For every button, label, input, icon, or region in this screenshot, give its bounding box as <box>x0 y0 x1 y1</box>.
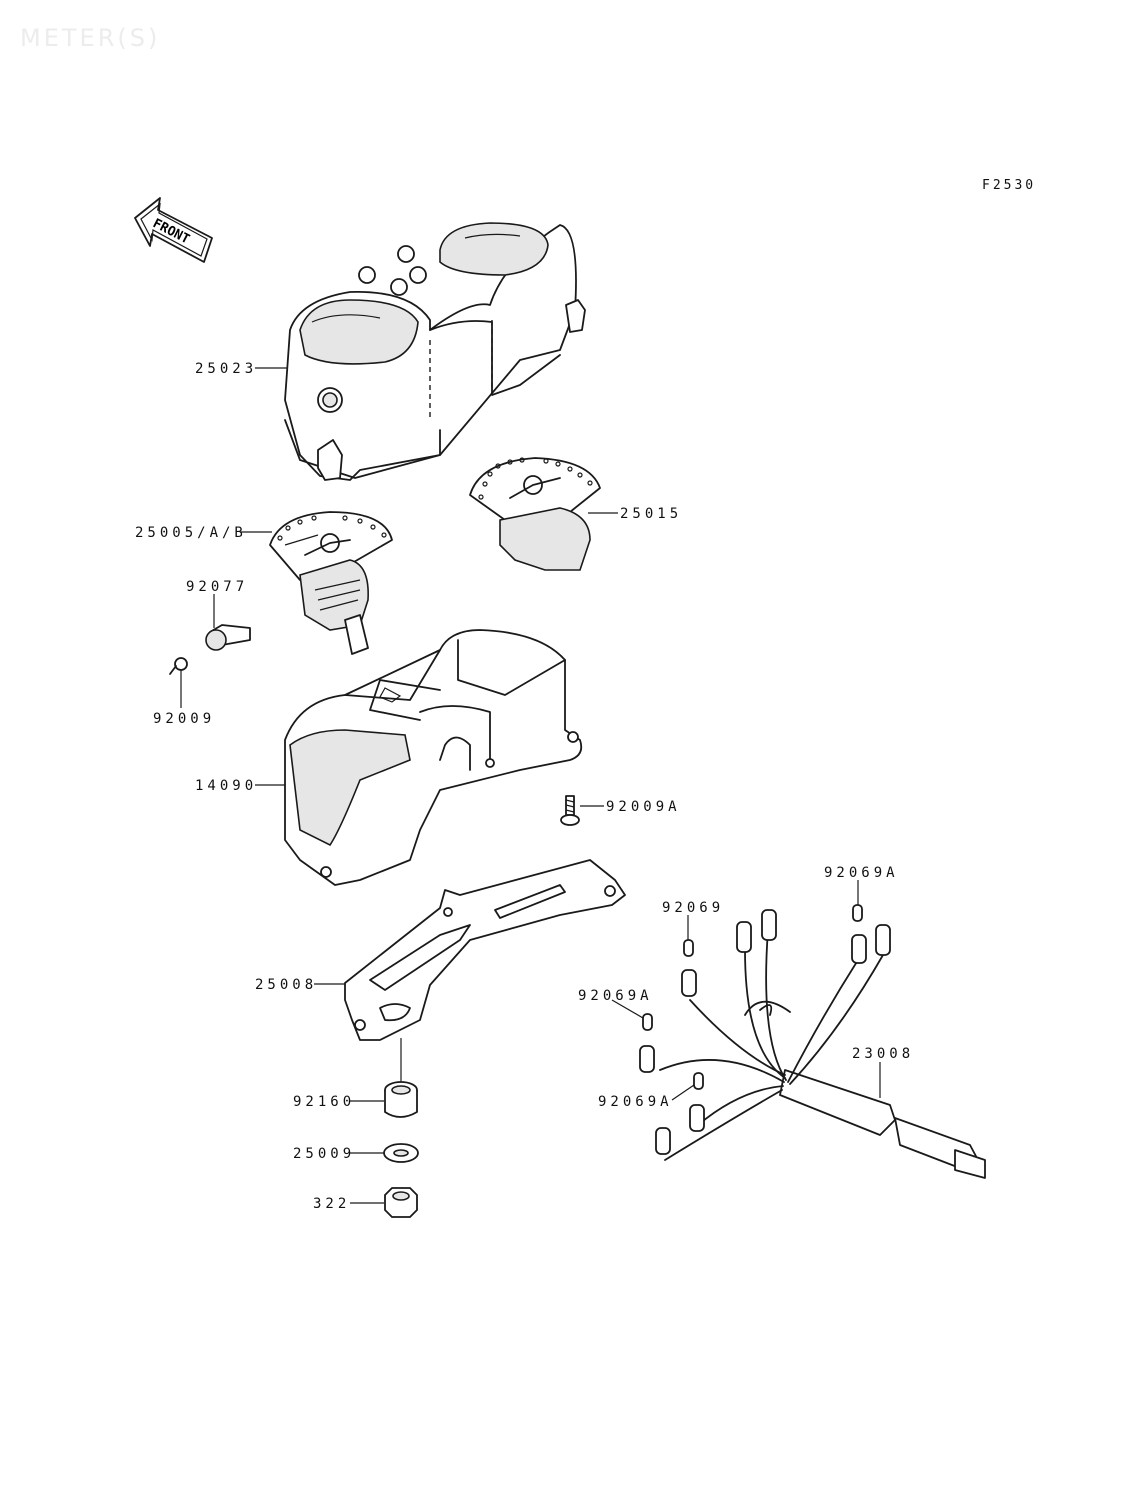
callout-23008: 23008 <box>852 1046 915 1062</box>
callout-92069a-low: 92069A <box>598 1094 673 1110</box>
callout-92009a: 92009A <box>606 799 681 815</box>
meter-cover-upper <box>284 222 586 481</box>
meter-case <box>284 629 583 886</box>
callout-14090: 14090 <box>195 778 258 794</box>
rubber-grommet <box>384 1081 418 1118</box>
callout-92069: 92069 <box>662 900 725 916</box>
screw-92009a <box>560 795 580 826</box>
callout-25008: 25008 <box>255 977 318 993</box>
callout-92069a-mid: 92069A <box>578 988 653 1004</box>
figure-code: F2530 <box>982 178 1037 193</box>
wiring-harness <box>639 904 986 1179</box>
callout-leaders <box>180 367 881 1204</box>
hex-nut <box>384 1187 418 1218</box>
callout-92009: 92009 <box>153 711 216 727</box>
mounting-bracket <box>344 859 626 1041</box>
front-arrow-icon: FRONT <box>134 197 213 263</box>
gauge-left <box>269 511 393 655</box>
callout-92160: 92160 <box>293 1094 356 1110</box>
callout-25009: 25009 <box>293 1146 356 1162</box>
callout-322: 322 <box>313 1196 351 1212</box>
watermark-title: METER(S) <box>20 24 161 52</box>
washer <box>383 1143 419 1163</box>
callout-25015: 25015 <box>620 506 683 522</box>
callout-92077: 92077 <box>186 579 249 595</box>
callout-92069a-top: 92069A <box>824 865 899 881</box>
callout-25005-a-b: 25005/A/B <box>135 525 247 541</box>
small-screw <box>169 657 188 675</box>
gauge-right <box>469 457 601 571</box>
knob-part <box>205 624 251 651</box>
callout-25023: 25023 <box>195 361 258 377</box>
